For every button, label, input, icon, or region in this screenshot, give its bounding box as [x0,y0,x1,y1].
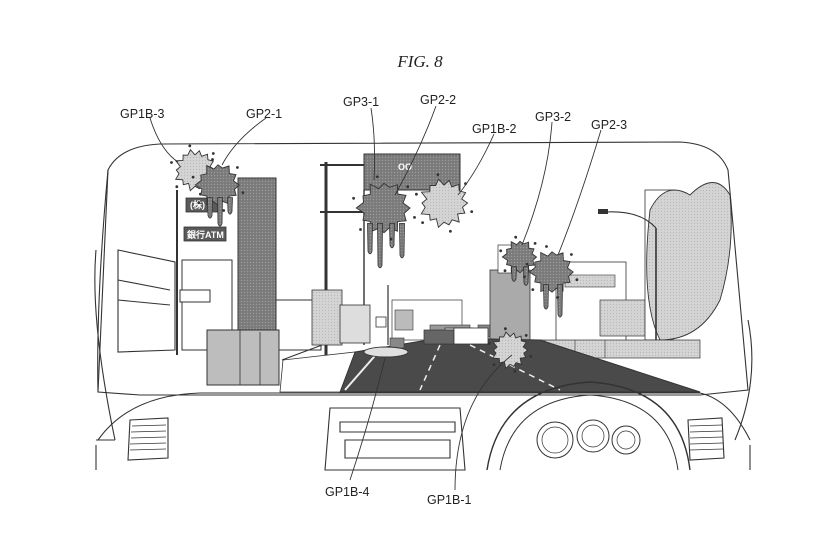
buildings-right [489,182,732,359]
label-gp3-2: GP3-2 [535,110,571,124]
label-gp2-2: GP2-2 [420,93,456,107]
label-gp1b-1: GP1B-1 [427,493,472,507]
billboard-text: OO [398,162,412,172]
splat-gp2-3 [525,245,579,318]
splat-gp1b-4 [363,346,409,358]
soiling-marks [170,144,579,373]
splat-gp1b-1 [487,327,533,373]
reference-labels: GP1B-3 GP2-1 GP3-1 GP2-2 GP1B-2 GP3-2 GP… [120,93,627,507]
label-gp2-3: GP2-3 [591,118,627,132]
billboard-structure: OO [311,153,461,378]
steering-wheel [486,381,691,471]
windshield-frame [94,141,753,441]
bank-atm-sign: 銀行ATM [187,229,224,240]
shop-sign: (株) [190,199,205,210]
label-gp1b-2: GP1B-2 [472,122,517,136]
figure-caption: FIG. 8 [396,52,443,71]
leader-lines [149,105,602,491]
label-gp1b-3: GP1B-3 [120,107,165,121]
label-gp1b-4: GP1B-4 [325,485,370,499]
splat-gp2-2 [415,173,474,233]
label-gp2-1: GP2-1 [246,107,282,121]
splat-gp2-1 [191,158,245,227]
splat-gp3-1 [352,175,416,269]
buildings-left: (株) 銀行ATM [117,177,322,386]
label-gp3-1: GP3-1 [343,95,379,109]
road [279,327,701,393]
dashboard [95,392,751,471]
